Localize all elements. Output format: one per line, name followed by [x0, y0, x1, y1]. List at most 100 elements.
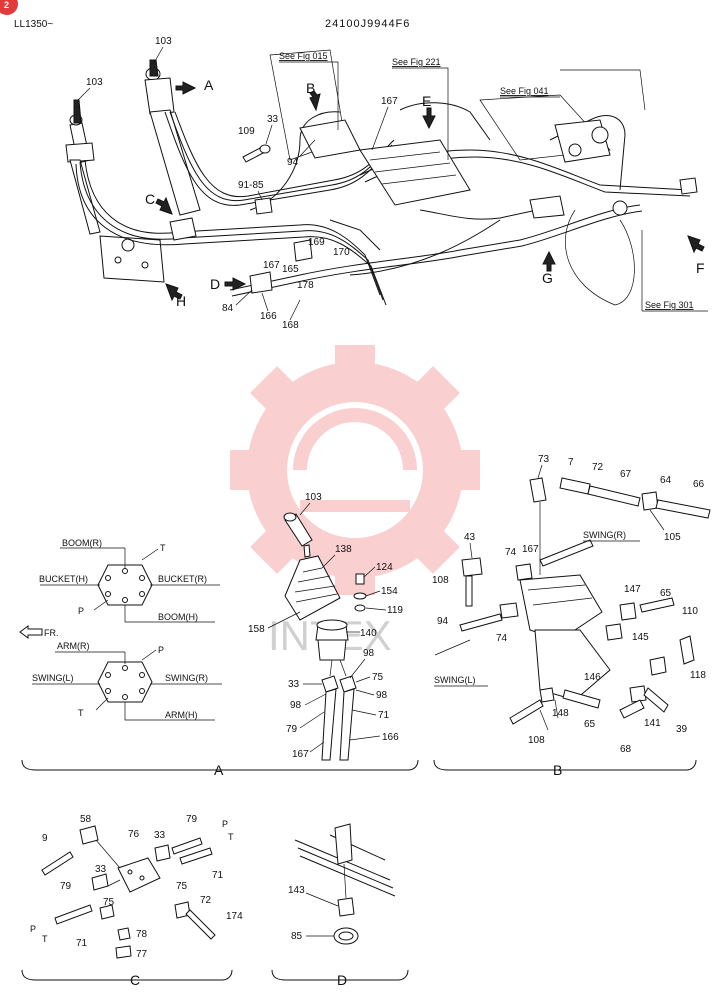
label-178: 178: [297, 280, 314, 291]
view-letter-a: A: [204, 77, 214, 93]
label-b-147: 147: [624, 584, 641, 595]
label-c-78: 78: [136, 929, 148, 940]
label-c-p: P: [222, 819, 228, 829]
label-b-74-top: 74: [505, 547, 517, 558]
label-b-66: 66: [693, 479, 705, 490]
label-a-167: 167: [292, 749, 309, 760]
label-b-110: 110: [682, 606, 698, 617]
label-168: 168: [282, 320, 299, 331]
label-b-65-bottom: 65: [584, 719, 596, 730]
label-c-77: 77: [136, 949, 148, 960]
label-p-lower: P: [158, 645, 164, 655]
label-b-39: 39: [676, 724, 688, 735]
label-a-138: 138: [335, 544, 352, 555]
view-letter-e: E: [422, 93, 431, 109]
label-bucket-h: BUCKET(H): [39, 574, 88, 584]
label-c-t-left: T: [42, 934, 48, 944]
front-arrow-icon: [19, 625, 43, 639]
label-167-bottom: 167: [263, 260, 280, 271]
label-a-98-right: 98: [376, 690, 388, 701]
label-c-t: T: [228, 832, 234, 842]
label-103-left: 103: [86, 77, 103, 88]
label-b-141: 141: [644, 718, 661, 729]
label-d-85: 85: [291, 931, 303, 942]
label-b-167: 167: [522, 544, 539, 555]
detail-c-caption: C: [130, 972, 140, 988]
label-b-65-top: 65: [660, 588, 672, 599]
label-c-33-mid: 33: [95, 864, 107, 875]
view-letter-f: F: [696, 260, 705, 276]
label-a-154: 154: [381, 586, 398, 597]
label-b-68: 68: [620, 744, 632, 755]
label-c-75-right: 75: [176, 881, 188, 892]
label-165: 165: [282, 264, 299, 275]
label-c-33-top: 33: [154, 830, 166, 841]
label-a-98-top: 98: [363, 648, 375, 659]
label-a-158: 158: [248, 624, 265, 635]
label-b-43: 43: [464, 532, 476, 543]
label-c-79-top: 79: [186, 814, 198, 825]
ref-fig-301: See Fig 301: [645, 300, 694, 310]
label-a-33: 33: [288, 679, 300, 690]
label-167-top: 167: [381, 96, 398, 107]
detail-c: 58 9 76 33 79 P T 33 75 71 79 72 75 174 …: [21, 814, 243, 988]
label-c-9: 9: [42, 833, 48, 844]
label-b-74-bottom: 74: [496, 633, 508, 644]
label-170: 170: [333, 247, 350, 258]
label-c-75-left: 75: [103, 897, 115, 908]
label-166: 166: [260, 311, 277, 322]
label-c-79-left: 79: [60, 881, 72, 892]
label-b-swing-r: SWING(R): [583, 530, 626, 540]
label-bucket-r: BUCKET(R): [158, 574, 207, 584]
arrow-d-icon: [224, 277, 247, 291]
label-a-140: 140: [360, 628, 377, 639]
label-a-75: 75: [372, 672, 384, 683]
view-letter-g: G: [542, 270, 553, 286]
label-b-146: 146: [584, 672, 601, 683]
label-c-174: 174: [226, 911, 243, 922]
label-b-108-left: 108: [432, 575, 449, 586]
part-number: 24100J9944F6: [325, 18, 410, 30]
label-a-166: 166: [382, 732, 399, 743]
main-assembly: A B C D E F G H See Fig 015 See Fig 221 …: [65, 36, 708, 331]
detail-a: BOOM(R) T BUCKET(H) BUCKET(R) P BOOM(H) …: [19, 492, 419, 778]
label-a-79: 79: [286, 724, 298, 735]
arrow-b-icon: [309, 90, 321, 112]
label-c-72: 72: [200, 895, 212, 906]
label-p-upper: P: [78, 606, 84, 616]
label-33: 33: [267, 114, 279, 125]
label-boom-r: BOOM(R): [62, 538, 102, 548]
label-a-119: 119: [387, 605, 403, 616]
arrow-c-icon: [155, 196, 173, 215]
port-plate-lower: [97, 661, 153, 703]
label-b-64: 64: [660, 475, 672, 486]
view-letter-d: D: [210, 276, 220, 292]
label-b-67: 67: [620, 469, 632, 480]
page-badge: [0, 0, 18, 15]
arrow-f-icon: [687, 235, 705, 254]
arrow-a-icon: [175, 81, 197, 95]
view-letter-h: H: [176, 293, 186, 309]
label-boom-h: BOOM(H): [158, 612, 198, 622]
label-c-71-left: 71: [76, 938, 88, 949]
label-c-71-right: 71: [212, 870, 224, 881]
label-91-85: 91-85: [238, 180, 264, 191]
detail-b: 73 7 72 67 64 66 105 SWING(R) 43 74 167 …: [432, 454, 711, 778]
label-arm-h: ARM(H): [165, 710, 198, 720]
label-b-105: 105: [664, 532, 681, 543]
label-a-124: 124: [376, 562, 393, 573]
port-plate-upper: [97, 564, 153, 606]
label-b-swing-l: SWING(L): [434, 675, 476, 685]
label-b-148: 148: [552, 708, 569, 719]
right-control-lever: [144, 59, 201, 216]
label-front: FR.: [44, 628, 59, 638]
label-b-145: 145: [632, 632, 649, 643]
label-c-58: 58: [80, 814, 92, 825]
label-swing-r-a: SWING(R): [165, 673, 208, 683]
detail-b-caption: B: [553, 762, 562, 778]
label-c-76: 76: [128, 829, 140, 840]
lever-exploded: [283, 512, 367, 761]
label-b-7: 7: [568, 457, 574, 468]
label-b-118: 118: [690, 670, 706, 681]
